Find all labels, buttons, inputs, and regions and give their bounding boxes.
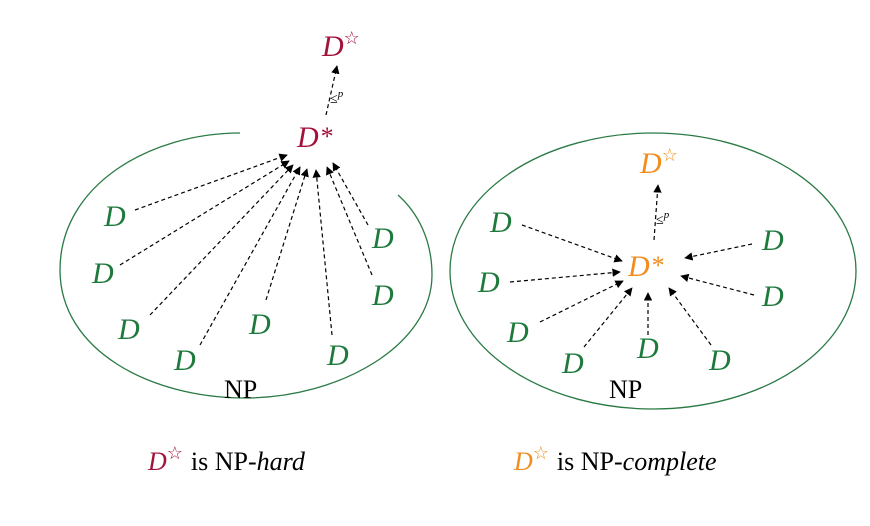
arrow-7 xyxy=(680,273,755,296)
hollow-star-icon: ☆ xyxy=(533,443,549,463)
node: D xyxy=(371,279,394,312)
complete-nodes: D D D D D D D D xyxy=(477,206,784,380)
node: D xyxy=(561,347,584,380)
complete-reduction-arrows xyxy=(509,224,755,348)
node: D xyxy=(489,206,512,239)
arrow-4 xyxy=(199,166,301,346)
arrow-8 xyxy=(332,162,369,226)
arrow-6 xyxy=(668,287,712,346)
node: D xyxy=(173,344,196,377)
node: D xyxy=(326,339,349,372)
node: D xyxy=(91,257,114,290)
arrow-1 xyxy=(521,224,623,263)
arrow-4 xyxy=(583,287,633,348)
arrow-2 xyxy=(509,268,621,283)
arrow-8 xyxy=(684,243,753,261)
node: D xyxy=(248,308,271,341)
hard-reduction-arrows xyxy=(119,153,373,346)
arrow-3 xyxy=(539,280,624,323)
arrow-3 xyxy=(149,164,294,316)
arrow-5 xyxy=(265,168,309,301)
hollow-star-icon: ☆ xyxy=(662,145,678,165)
np-label-left: NP xyxy=(224,375,257,404)
hard-up-arrow xyxy=(325,65,340,116)
node: D xyxy=(103,200,126,233)
hard-target-label: D☆ xyxy=(321,28,360,63)
node: D xyxy=(761,280,784,313)
node: D xyxy=(477,266,500,299)
complete-up-arrow xyxy=(653,184,662,241)
arrow-6 xyxy=(312,169,333,336)
hard-center-node: D* xyxy=(296,121,334,154)
np-hard-panel: ≤p D☆ D* D D D D D D D D NP D☆is NP-hard xyxy=(59,28,433,476)
node: D xyxy=(636,332,659,365)
np-label-right: NP xyxy=(609,375,642,404)
arrow-7 xyxy=(326,166,373,276)
np-ellipse-closed xyxy=(449,132,857,410)
complete-center-node: D* xyxy=(627,250,665,283)
complete-target-label: D☆ xyxy=(639,145,678,180)
hard-reduce-label: ≤p xyxy=(330,88,344,107)
node: D xyxy=(371,222,394,255)
node: D xyxy=(761,224,784,257)
hard-nodes: D D D D D D D D xyxy=(91,200,394,377)
np-complete-panel: ≤p D☆ D* D D D D D D D D NP D☆is NP-comp… xyxy=(449,132,857,476)
hollow-star-icon: ☆ xyxy=(167,443,183,463)
complete-caption: D☆is NP-complete xyxy=(513,443,717,476)
hollow-star-icon: ☆ xyxy=(344,28,360,48)
np-ellipse-open xyxy=(59,132,433,399)
complete-reduce-label: ≤p xyxy=(656,209,670,228)
arrow-2 xyxy=(119,160,290,266)
node: D xyxy=(506,316,529,349)
hard-caption: D☆is NP-hard xyxy=(147,443,306,476)
node: D xyxy=(117,313,140,346)
arrow-1 xyxy=(134,153,288,211)
node: D xyxy=(708,344,731,377)
